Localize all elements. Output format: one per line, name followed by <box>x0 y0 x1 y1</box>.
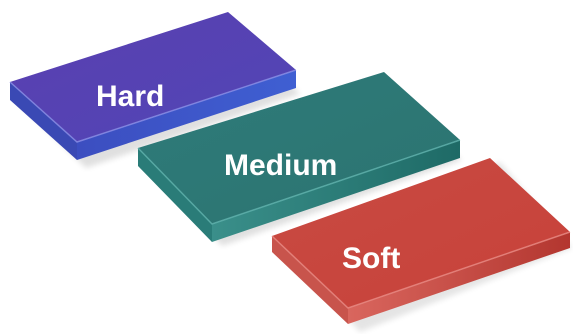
soft-pad-label: Soft <box>342 242 400 275</box>
medium-pad-label: Medium <box>224 149 337 182</box>
hard-pad: Hard <box>9 12 300 168</box>
hard-pad-edge <box>9 69 297 143</box>
hard-pad-top <box>10 12 296 142</box>
medium-pad-front <box>212 140 460 242</box>
hard-pad-side <box>10 82 77 160</box>
soft-pad-edge <box>271 231 571 309</box>
medium-pad-side <box>138 148 212 242</box>
soft-pad-front <box>348 232 570 324</box>
medium-pad: Medium <box>137 72 462 246</box>
medium-pad-edge <box>137 139 461 225</box>
hard-pad-front <box>77 70 296 160</box>
medium-pad-top <box>138 72 460 224</box>
hard-pad-label: Hard <box>96 80 164 113</box>
soft-pad: Soft <box>271 158 572 332</box>
soft-pad-side <box>272 236 348 324</box>
soft-pad-top <box>272 158 570 308</box>
